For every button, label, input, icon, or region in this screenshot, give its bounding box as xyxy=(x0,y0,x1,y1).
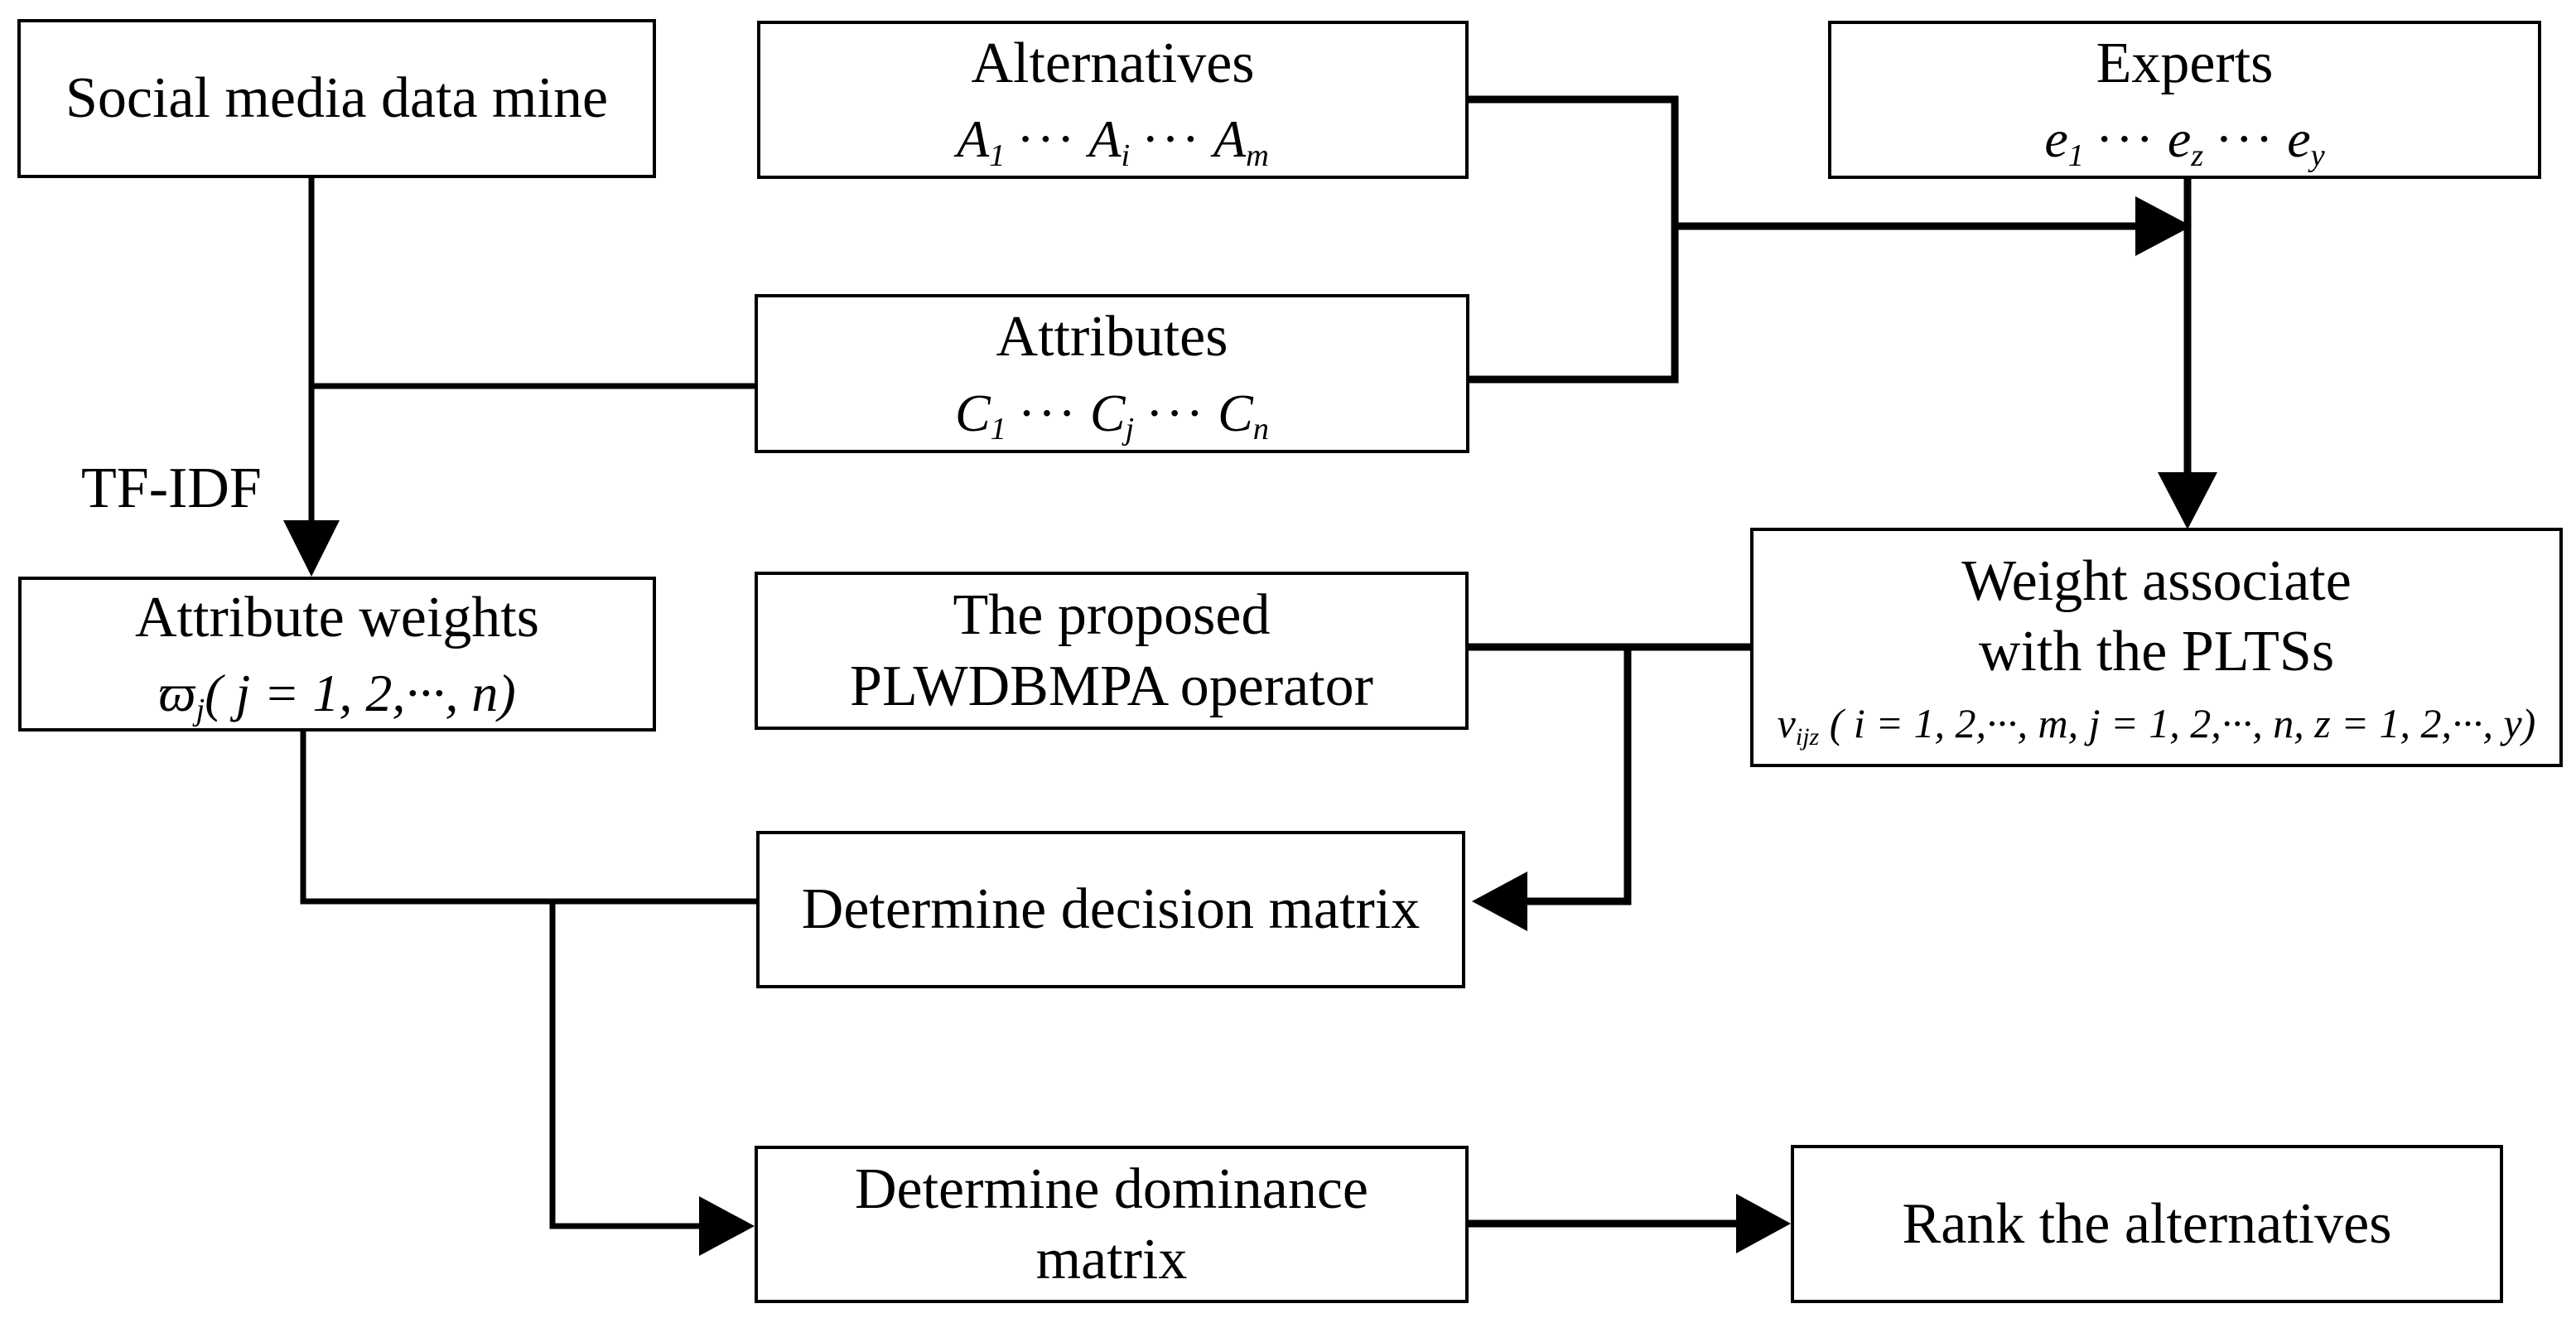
math-subscript: z xyxy=(2191,138,2204,173)
node-title-line1: Determine dominance xyxy=(854,1156,1369,1221)
math-expression: ( i = 1, 2,···, m, j = 1, 2,···, n, z = … xyxy=(1819,700,2536,747)
arrowhead-left-decision-icon xyxy=(1472,872,1527,931)
node-attributes: Attributes C1···Cj···Cn xyxy=(755,294,1469,453)
math-symbol: C xyxy=(954,383,991,442)
math-subscript: j xyxy=(1125,412,1135,447)
node-title-line2: with the PLTSs xyxy=(1978,620,2335,683)
node-math: A1···Ai···Am xyxy=(957,107,1269,171)
math-ellipsis: ··· xyxy=(1016,109,1078,169)
node-title: Social media data mine xyxy=(65,66,609,131)
math-subscript: 1 xyxy=(989,138,1006,173)
node-title: Determine decision matrix xyxy=(801,877,1421,942)
node-plwdbmpa-operator: The proposed PLWDBMPA operator xyxy=(755,572,1469,730)
node-weight-associate-pltss: Weight associate with the PLTSs vijz ( i… xyxy=(1750,528,2563,767)
node-experts: Experts e1···ez···ey xyxy=(1828,21,2541,179)
math-subscript: 1 xyxy=(2067,138,2084,173)
node-title-line2: PLWDBMPA operator xyxy=(850,654,1373,718)
arrowhead-right-rank-icon xyxy=(1736,1194,1791,1253)
node-title-line1: The proposed xyxy=(953,583,1271,648)
node-alternatives: Alternatives A1···Ai···Am xyxy=(757,21,1469,179)
connector-weights-to-decision xyxy=(300,731,756,905)
connector-alternatives-attributes-merge xyxy=(1469,95,1679,384)
math-symbol: e xyxy=(2044,109,2068,169)
math-symbol: ϖ xyxy=(158,664,196,723)
node-title: Alternatives xyxy=(971,31,1255,95)
math-expression: ( j = 1, 2,···, n) xyxy=(205,664,516,723)
arrowhead-down-weightplts-icon xyxy=(2158,472,2217,529)
node-determine-decision-matrix: Determine decision matrix xyxy=(756,831,1465,988)
connector-branch-to-dominance xyxy=(549,901,701,1229)
node-determine-dominance-matrix: Determine dominance matrix xyxy=(755,1146,1469,1303)
math-subscript: j xyxy=(195,692,205,727)
math-symbol: e xyxy=(2167,109,2192,169)
arrowhead-down-attribute-weights-icon xyxy=(283,520,340,577)
node-attribute-weights: Attribute weights ϖj( j = 1, 2,···, n) xyxy=(18,577,656,732)
arrowhead-right-experts-line-icon xyxy=(2135,196,2192,256)
math-subscript: i xyxy=(1121,138,1131,173)
math-ellipsis: ··· xyxy=(2215,109,2276,169)
node-title: Attribute weights xyxy=(135,585,539,649)
node-title: Rank the alternatives xyxy=(1902,1191,2392,1256)
math-ellipsis: ··· xyxy=(1141,109,1203,169)
node-title: Attributes xyxy=(996,305,1228,369)
math-ellipsis: ··· xyxy=(1146,383,1207,442)
tfidf-label: TF-IDF xyxy=(81,456,262,520)
node-title: Experts xyxy=(2096,31,2274,95)
node-title-line2: matrix xyxy=(1035,1228,1188,1292)
node-math: ϖj( j = 1, 2,···, n) xyxy=(158,661,515,726)
math-subscript: m xyxy=(1246,138,1269,173)
node-math: C1···Cj···Cn xyxy=(955,381,1269,446)
math-symbol: A xyxy=(1213,109,1247,169)
math-symbol: C xyxy=(1089,383,1126,442)
node-title-line1: Weight associate xyxy=(1961,548,2352,613)
math-subscript: y xyxy=(2310,138,2325,173)
math-subscript: 1 xyxy=(990,412,1006,447)
math-symbol: A xyxy=(1088,109,1122,169)
math-symbol: A xyxy=(957,109,990,169)
math-subscript: ijz xyxy=(1795,722,1820,751)
node-social-media-data-mine: Social media data mine xyxy=(17,19,656,178)
arrowhead-right-dominance-icon xyxy=(699,1196,755,1256)
math-subscript: n xyxy=(1252,412,1269,447)
math-symbol: C xyxy=(1218,383,1253,442)
node-rank-the-alternatives: Rank the alternatives xyxy=(1791,1145,2503,1303)
math-symbol: v xyxy=(1777,700,1796,747)
math-ellipsis: ··· xyxy=(2095,109,2156,169)
math-ellipsis: ··· xyxy=(1017,383,1078,442)
node-math: vijz ( i = 1, 2,···, m, j = 1, 2,···, n,… xyxy=(1778,698,2536,749)
node-math: e1···ez···ey xyxy=(2044,107,2324,171)
connector-branch-to-decision xyxy=(1526,647,1632,905)
math-symbol: e xyxy=(2287,109,2311,169)
